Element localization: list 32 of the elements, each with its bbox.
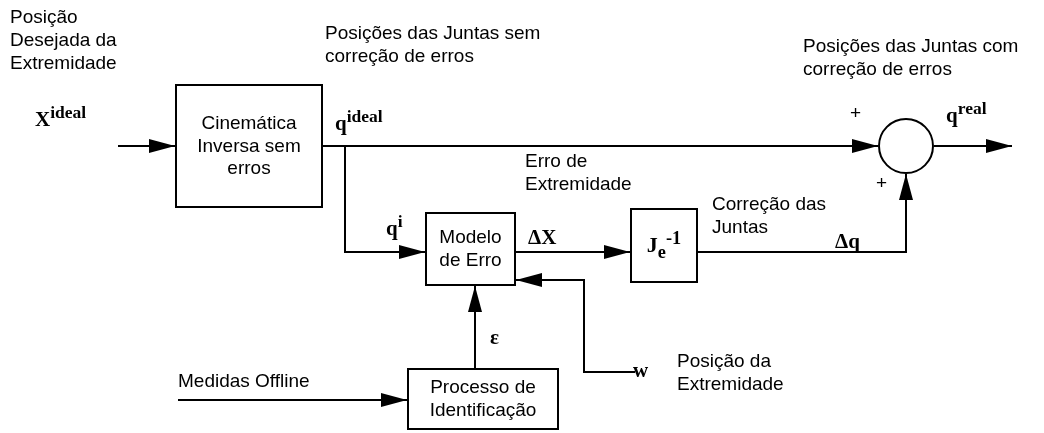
edge-label: ε bbox=[490, 327, 499, 348]
edge-label: X$^{ideal}$ bbox=[35, 104, 87, 130]
caption-text: Posições das Juntas com correção de erros bbox=[803, 35, 1020, 81]
process-box bbox=[175, 84, 323, 208]
edge-label: q$^{ideal}$ bbox=[335, 108, 383, 134]
summing-junction-circle bbox=[878, 118, 934, 174]
gain-box bbox=[630, 208, 698, 283]
process-box bbox=[407, 368, 559, 430]
block-label: Processo de Identificação bbox=[428, 376, 538, 422]
arrow bbox=[697, 173, 913, 253]
sign-label: + bbox=[850, 102, 862, 125]
caption-text: Erro de Extremidade bbox=[525, 150, 633, 196]
edge-label: ΔX bbox=[528, 227, 557, 248]
block-label: Cinemática Inversa sem erros bbox=[196, 111, 302, 181]
caption-text: Posição da Extremidade bbox=[677, 350, 785, 396]
arrow bbox=[177, 393, 408, 407]
arrow bbox=[933, 139, 1013, 153]
edge-label: q$^{i}$ bbox=[386, 213, 403, 239]
edge-label: w bbox=[633, 360, 649, 381]
arrow bbox=[117, 139, 176, 153]
block-label: Modelo de Erro bbox=[438, 226, 503, 272]
edge-label: q$^{real}$ bbox=[946, 100, 987, 126]
caption-text: Correção das Juntas bbox=[712, 193, 828, 239]
caption-text: Posição Desejada da Extremidade bbox=[10, 6, 118, 75]
process-box bbox=[425, 212, 516, 286]
arrow bbox=[468, 285, 482, 369]
sign-label: + bbox=[876, 172, 888, 195]
edge-label: Medidas Offline bbox=[178, 370, 310, 393]
caption-text: Posições das Juntas sem correção de erros bbox=[325, 22, 542, 68]
arrow bbox=[515, 245, 631, 259]
arrow bbox=[515, 273, 636, 373]
arrow bbox=[322, 145, 426, 259]
